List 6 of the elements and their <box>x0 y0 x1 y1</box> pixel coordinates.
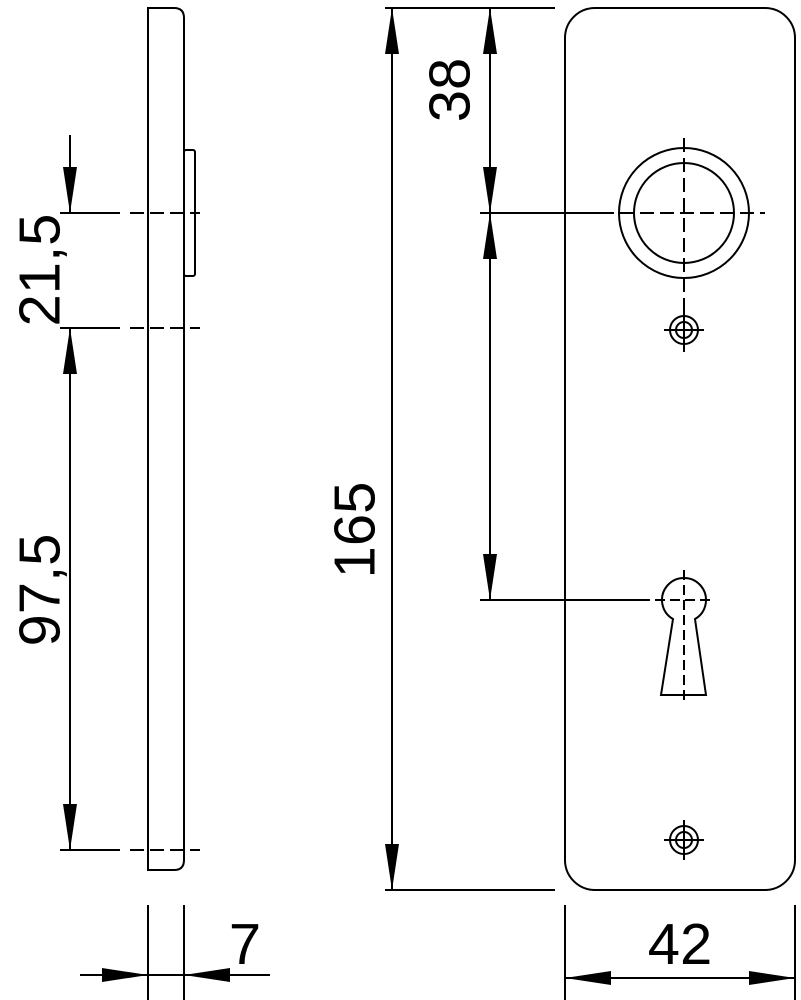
dimension-value: 165 <box>326 482 384 578</box>
dimension-value: 97,5 <box>11 534 69 646</box>
dimension-value: 7 <box>228 916 262 974</box>
dimension-value: 38 <box>421 58 479 122</box>
dimension-value: 21,5 <box>11 214 69 326</box>
dimension-value: 42 <box>648 916 712 974</box>
